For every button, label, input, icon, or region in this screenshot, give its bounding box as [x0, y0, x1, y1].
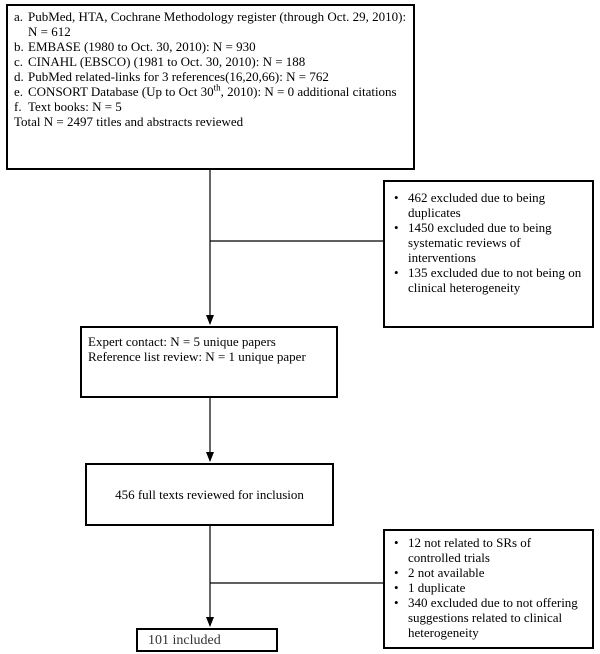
exclusion-item: 12 not related to SRs of controlled tria…	[391, 535, 586, 565]
exclusions-box-2: 12 not related to SRs of controlled tria…	[383, 529, 594, 649]
exclusion-item: 340 excluded due to not offering suggest…	[391, 595, 586, 640]
full-text-label: 456 full texts reviewed for inclusion	[115, 487, 304, 502]
full-text-box: 456 full texts reviewed for inclusion	[85, 463, 334, 526]
source-item-e: e.CONSORT Database (Up to Oct 30th, 2010…	[14, 82, 397, 99]
source-item-b: b.EMBASE (1980 to Oct. 30, 2010): N = 93…	[14, 39, 256, 54]
exclusion-item: 1 duplicate	[391, 580, 586, 595]
reference-list-text: Reference list review: N = 1 unique pape…	[88, 349, 306, 364]
exclusion-item: 2 not available	[391, 565, 586, 580]
exclusions-list-1: 462 excluded due to being duplicates 145…	[391, 190, 586, 295]
expert-contact-text: Expert contact: N = 5 unique papers	[88, 334, 276, 349]
source-item-c: c.CINAHL (EBSCO) (1981 to Oct. 30, 2010)…	[14, 54, 306, 69]
exclusion-item: 462 excluded due to being duplicates	[391, 190, 586, 220]
source-item-f: f.Text books: N = 5	[14, 99, 122, 114]
exclusion-item: 135 excluded due to not being on clinica…	[391, 265, 586, 295]
included-label: 101 included	[148, 633, 221, 648]
exclusions-box-1: 462 excluded due to being duplicates 145…	[383, 180, 594, 328]
exclusions-list-2: 12 not related to SRs of controlled tria…	[391, 535, 586, 640]
search-sources-list: a.PubMed, HTA, Cochrane Methodology regi…	[14, 9, 407, 114]
included-box: 101 included	[136, 628, 278, 652]
search-sources-box: a.PubMed, HTA, Cochrane Methodology regi…	[6, 4, 415, 170]
source-item-d: d.PubMed related-links for 3 references(…	[14, 69, 329, 84]
total-records: Total N = 2497 titles and abstracts revi…	[14, 114, 244, 129]
source-item-a: a.PubMed, HTA, Cochrane Methodology regi…	[14, 9, 407, 39]
exclusion-item: 1450 excluded due to being systematic re…	[391, 220, 586, 265]
additional-sources-box: Expert contact: N = 5 unique papers Refe…	[80, 326, 338, 398]
